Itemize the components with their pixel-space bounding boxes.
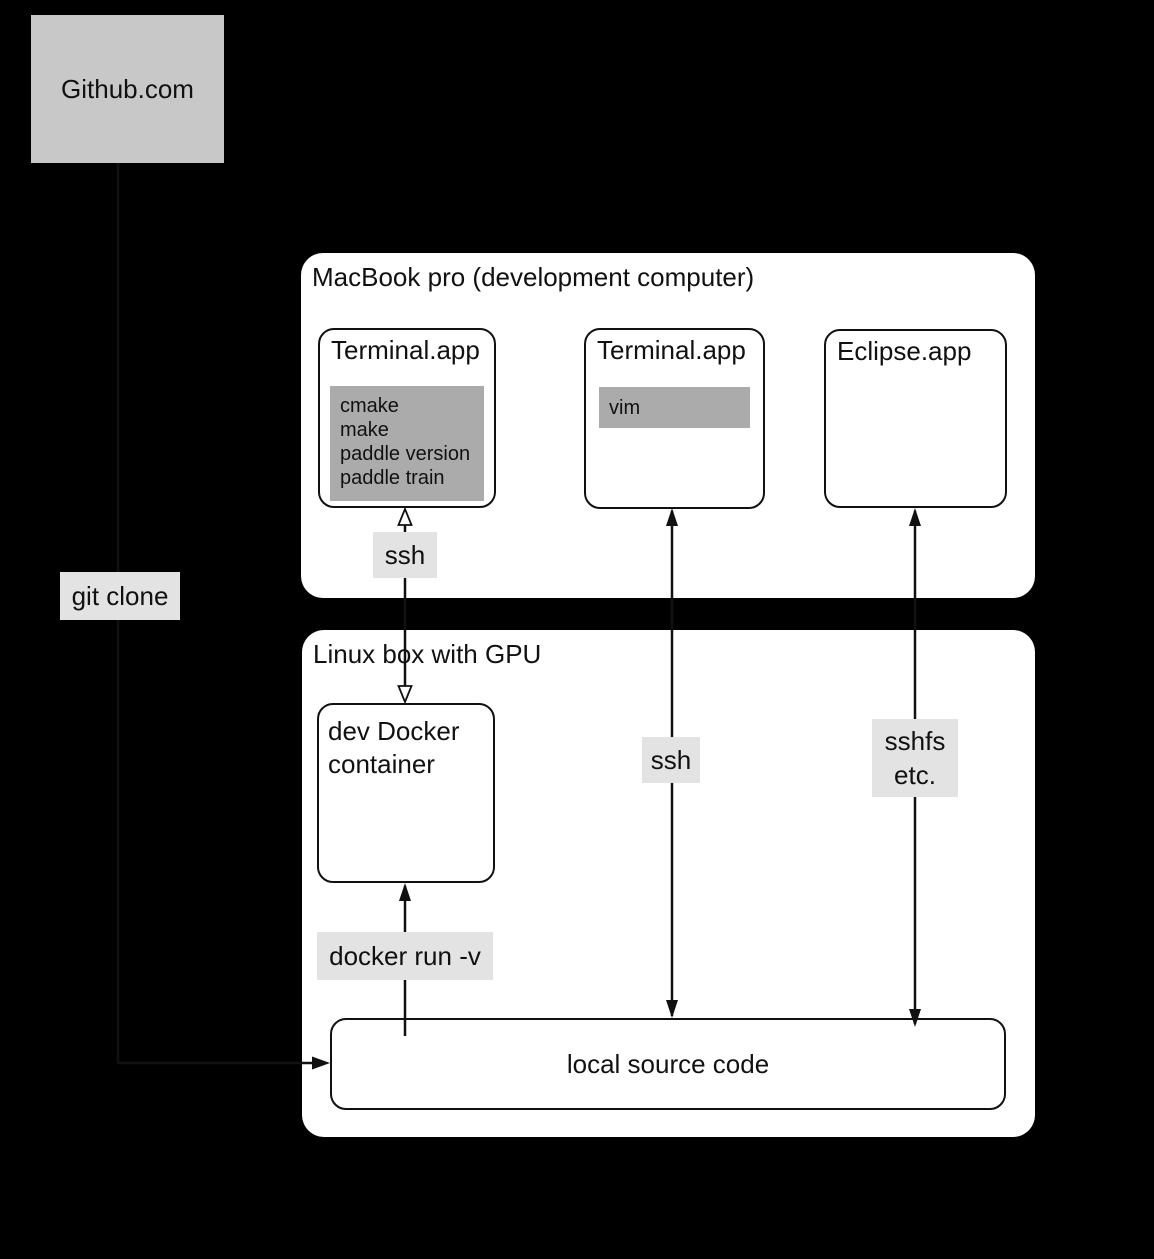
dev-docker-title-line2: container	[328, 749, 435, 779]
ssh-dev-label-text: ssh	[384, 539, 426, 570]
git-clone-label: git clone	[60, 572, 180, 620]
macbook-panel-title: MacBook pro (development computer)	[312, 262, 755, 292]
dev-docker-title-line1: dev Docker	[328, 716, 460, 746]
linux-panel: Linux box with GPU dev Docker container …	[302, 630, 1035, 1137]
ssh-source-label: ssh	[642, 737, 700, 783]
git-clone-label-text: git clone	[71, 580, 169, 611]
docker-run-label: docker run -v	[317, 932, 493, 980]
terminal2-box: Terminal.app vim	[584, 328, 765, 509]
terminal2-title: Terminal.app	[597, 335, 746, 365]
command-line: paddle train	[340, 467, 445, 489]
local-source-box: local source code	[330, 1018, 1006, 1110]
docker-run-label-text: docker run -v	[329, 940, 481, 971]
terminal1-title: Terminal.app	[331, 335, 480, 365]
terminal1-box: Terminal.app cmake make paddle version p…	[318, 328, 496, 508]
macbook-panel: MacBook pro (development computer) Termi…	[301, 253, 1035, 598]
eclipse-title: Eclipse.app	[837, 336, 972, 366]
terminal1-command-box: cmake make paddle version paddle train	[330, 386, 484, 501]
ssh-source-label-text: ssh	[650, 744, 692, 775]
dev-docker-box: dev Docker container	[317, 703, 495, 883]
command-line: cmake	[340, 395, 399, 417]
terminal2-command-box: vim	[599, 387, 750, 428]
command-line: make	[340, 419, 389, 441]
sshfs-label-line1: sshfs	[884, 726, 946, 756]
command-line: vim	[609, 396, 641, 419]
eclipse-box: Eclipse.app	[824, 329, 1007, 508]
sshfs-label: sshfs etc.	[872, 719, 958, 797]
command-line: paddle version	[340, 443, 471, 465]
dev-docker-title: dev Docker container	[328, 715, 460, 781]
github-label: Github.com	[61, 73, 194, 104]
sshfs-label-line2: etc.	[894, 760, 936, 790]
ssh-dev-label: ssh	[373, 532, 437, 578]
github-box: Github.com	[31, 15, 224, 163]
linux-panel-title: Linux box with GPU	[313, 639, 542, 669]
local-source-label: local source code	[566, 1048, 770, 1079]
